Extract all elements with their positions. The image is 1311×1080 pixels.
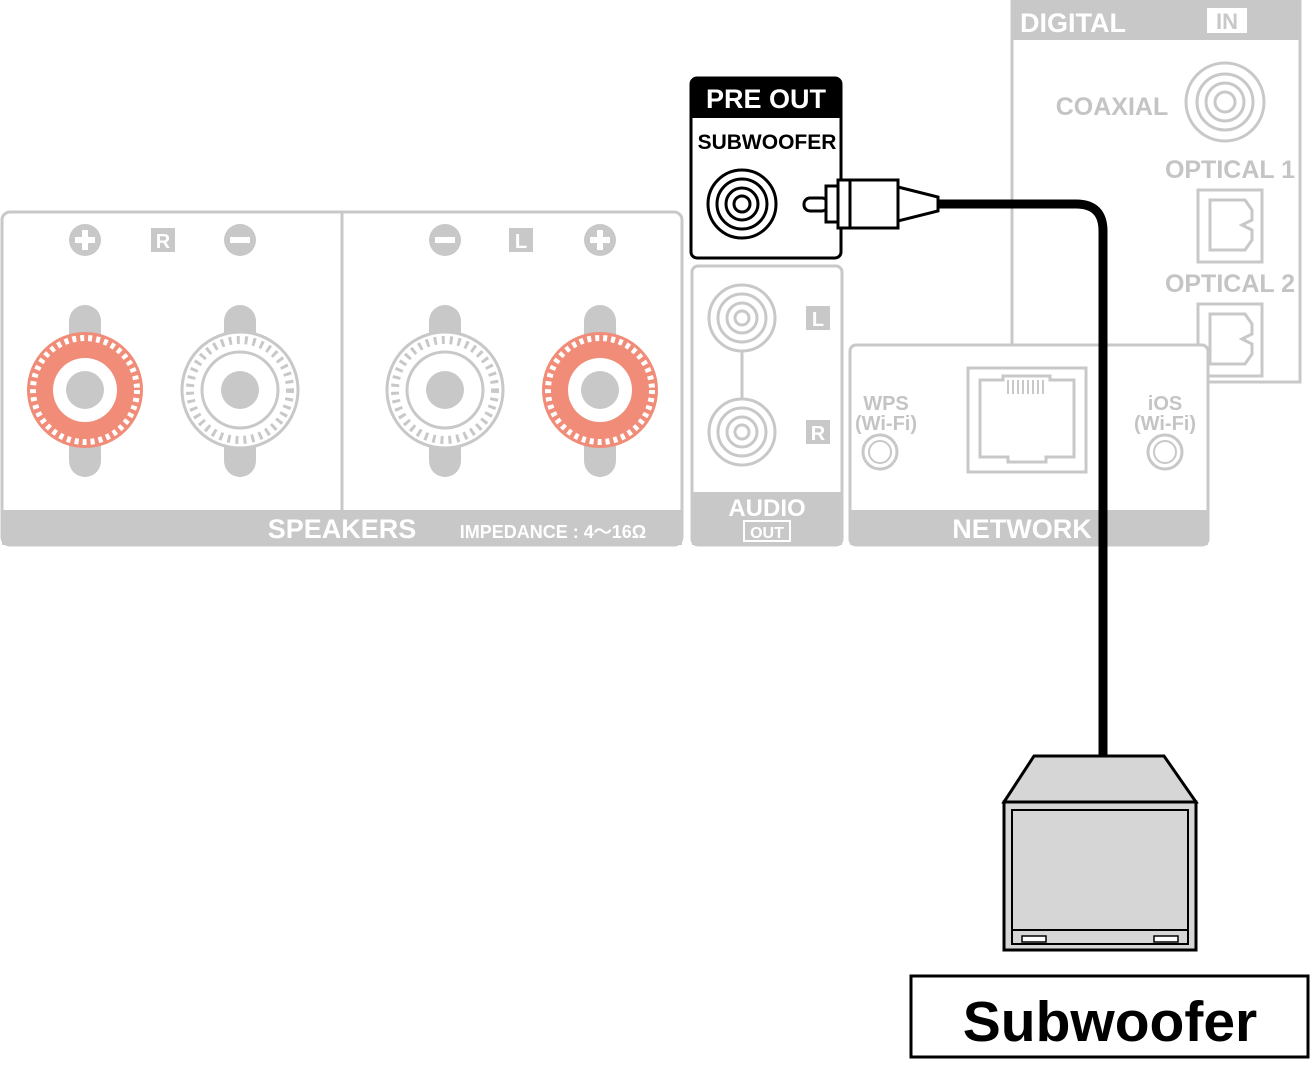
minus-icon bbox=[224, 224, 256, 256]
wps-label-line2: (Wi-Fi) bbox=[855, 413, 917, 435]
network-label-bar bbox=[850, 510, 1208, 545]
ios-button[interactable] bbox=[1146, 433, 1184, 471]
subwoofer-icon bbox=[1001, 754, 1199, 952]
audio-out-l-badge: L bbox=[806, 306, 830, 331]
ios-label-line1: iOS bbox=[1148, 393, 1182, 415]
speakers-panel: SPEAKERS IMPEDANCE : 4～16Ω R L bbox=[0, 210, 684, 547]
ethernet-port[interactable] bbox=[966, 366, 1088, 474]
optical2-label: OPTICAL 2 bbox=[1165, 270, 1295, 298]
wps-label-line1: WPS bbox=[863, 393, 909, 415]
in-badge bbox=[1207, 8, 1247, 33]
preout-header-bar bbox=[691, 78, 841, 118]
digital-header-bar bbox=[1012, 0, 1300, 40]
digital-header-label: DIGITAL bbox=[1020, 8, 1126, 38]
svg-text:R: R bbox=[156, 231, 171, 253]
speaker-terminal-left-plus[interactable] bbox=[542, 305, 658, 477]
speakers-label-bar bbox=[2, 510, 682, 545]
network-label: NETWORK bbox=[952, 514, 1092, 544]
subwoofer-cable bbox=[930, 199, 1108, 760]
ios-label-line2: (Wi-Fi) bbox=[1134, 413, 1196, 435]
plus-icon bbox=[69, 224, 101, 256]
speaker-terminal-right-minus[interactable] bbox=[180, 305, 300, 477]
svg-text:L: L bbox=[515, 231, 527, 253]
svg-text:R: R bbox=[811, 423, 826, 445]
network-panel: NETWORK WPS (Wi-Fi) iOS (Wi-Fi) bbox=[848, 343, 1210, 547]
subwoofer-caption: Subwoofer bbox=[909, 974, 1310, 1059]
ethernet-pins bbox=[1007, 380, 1044, 394]
coaxial-jack[interactable] bbox=[1184, 61, 1266, 143]
out-badge-label: OUT bbox=[750, 525, 784, 542]
subwoofer-jack-label: SUBWOOFER bbox=[698, 131, 837, 154]
optical1-label: OPTICAL 1 bbox=[1165, 156, 1295, 184]
left-badge: L bbox=[509, 228, 533, 253]
impedance-label: IMPEDANCE : 4～16Ω bbox=[460, 522, 646, 542]
svg-text:L: L bbox=[812, 309, 824, 331]
speaker-terminal-left-minus[interactable] bbox=[385, 305, 505, 477]
wps-button[interactable] bbox=[861, 433, 899, 471]
audio-out-label-bar bbox=[692, 492, 842, 545]
subwoofer-preout-jack[interactable] bbox=[706, 168, 778, 240]
out-badge bbox=[743, 520, 791, 542]
right-badge: R bbox=[151, 228, 175, 253]
subwoofer-caption-label: Subwoofer bbox=[963, 990, 1258, 1054]
audio-out-r-jack[interactable] bbox=[707, 397, 777, 467]
audio-out-r-badge: R bbox=[806, 420, 830, 445]
audio-out-panel: AUDIO OUT L R bbox=[690, 264, 844, 547]
speakers-label: SPEAKERS bbox=[268, 514, 417, 544]
audio-label: AUDIO bbox=[728, 495, 805, 522]
digital-in-panel: DIGITAL IN COAXIAL OPTICAL 1 OPTICAL 2 bbox=[1010, 0, 1302, 384]
audio-out-l-jack[interactable] bbox=[707, 283, 777, 353]
minus-icon bbox=[429, 224, 461, 256]
coaxial-label: COAXIAL bbox=[1056, 93, 1169, 121]
preout-panel: PRE OUT SUBWOOFER bbox=[689, 76, 843, 260]
speaker-terminal-right-plus[interactable] bbox=[27, 305, 143, 477]
optical1-jack[interactable] bbox=[1196, 188, 1264, 264]
plus-icon bbox=[584, 224, 616, 256]
preout-header-label: PRE OUT bbox=[706, 84, 827, 114]
in-badge-label: IN bbox=[1216, 9, 1238, 34]
rca-plug-icon bbox=[802, 178, 940, 230]
